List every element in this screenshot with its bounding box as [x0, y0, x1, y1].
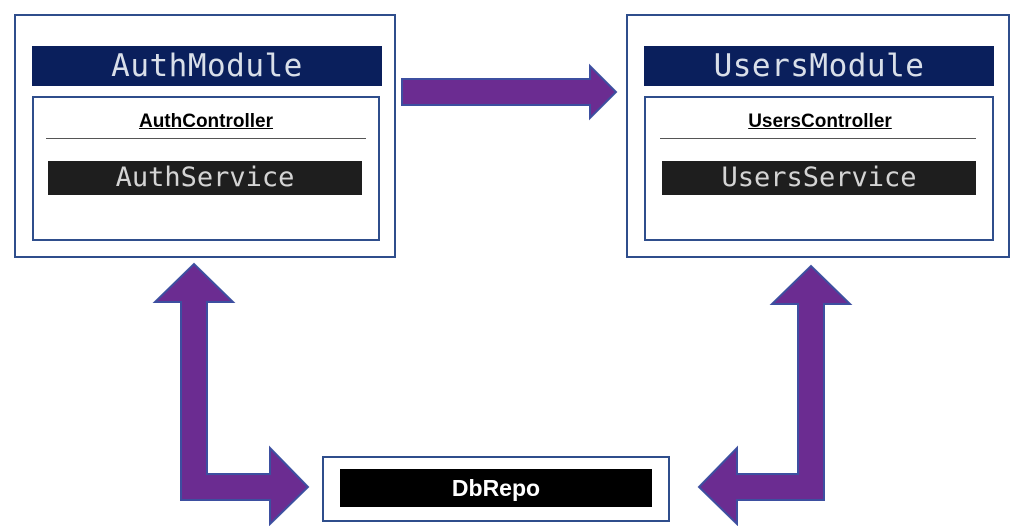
users-module: UsersModule UsersController UsersService — [626, 14, 1010, 258]
users-controller: UsersController — [748, 111, 892, 132]
arrow-auth-to-users — [401, 63, 618, 121]
auth-controller: AuthController — [138, 111, 274, 132]
auth-module-title: AuthModule — [32, 46, 382, 86]
arrow-dbrepo-auth — [152, 262, 310, 526]
dbrepo-box: DbRepo — [322, 456, 670, 522]
auth-service: AuthService — [48, 161, 362, 195]
users-module-title: UsersModule — [644, 46, 994, 86]
users-module-inner: UsersController UsersService — [644, 96, 994, 241]
users-service: UsersService — [662, 161, 976, 195]
dbrepo-label: DbRepo — [340, 469, 652, 507]
arrow-dbrepo-users — [697, 264, 853, 526]
users-controller-divider — [660, 138, 976, 139]
auth-controller-divider — [46, 138, 366, 139]
auth-module: AuthModule AuthController AuthService — [14, 14, 396, 258]
auth-module-inner: AuthController AuthService — [32, 96, 380, 241]
